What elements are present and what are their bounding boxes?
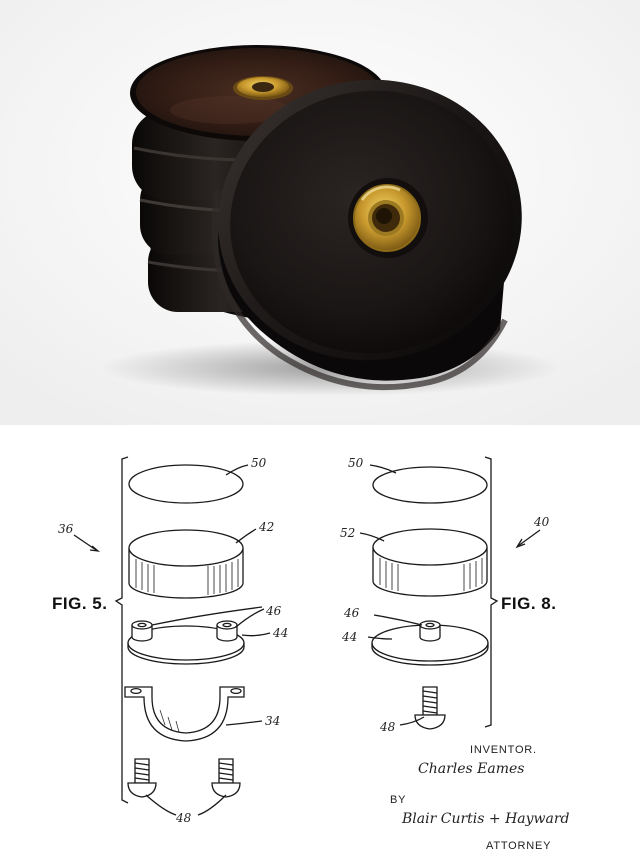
product-photo: [0, 0, 640, 425]
ref-label: 44: [272, 626, 288, 640]
ref-label: 40: [533, 515, 550, 529]
shock-mounts-photo: [0, 0, 640, 425]
fig-5-assembly: [73, 456, 271, 816]
ref-label: 34: [265, 714, 280, 728]
patent-figures: FIG. 5. FIG. 8. 36 40 50 50 42 52 46 46 …: [0, 425, 640, 864]
ref-label: 44: [341, 630, 357, 644]
by-caption: BY: [390, 794, 406, 806]
patent-drawing: FIG. 5. FIG. 8. 36 40 50 50 42 52 46 46 …: [0, 425, 640, 864]
ref-label: 46: [265, 604, 282, 618]
ref-label: 48: [379, 720, 396, 734]
ref-label: 46: [343, 606, 360, 620]
ref-label: 48: [175, 811, 192, 825]
screw-left-a: [127, 758, 157, 798]
attorney-caption: ATTORNEY: [486, 840, 551, 852]
fig-8-assembly: [359, 456, 541, 730]
ref-label: 50: [348, 456, 364, 470]
ref-label: 42: [258, 520, 274, 534]
attorney-signature: Blair Curtis + Hayward: [401, 811, 570, 827]
fig-8-label: FIG. 8.: [501, 594, 556, 613]
fig-5-label: FIG. 5.: [52, 594, 107, 613]
ref-label: 52: [340, 526, 355, 540]
ref-label: 50: [251, 456, 267, 470]
inventor-signature: Charles Eames: [418, 761, 524, 777]
front-mount: [211, 79, 522, 391]
screw-left-b: [211, 758, 241, 798]
ref-label: 36: [58, 522, 74, 536]
inventor-caption: INVENTOR.: [470, 744, 537, 756]
